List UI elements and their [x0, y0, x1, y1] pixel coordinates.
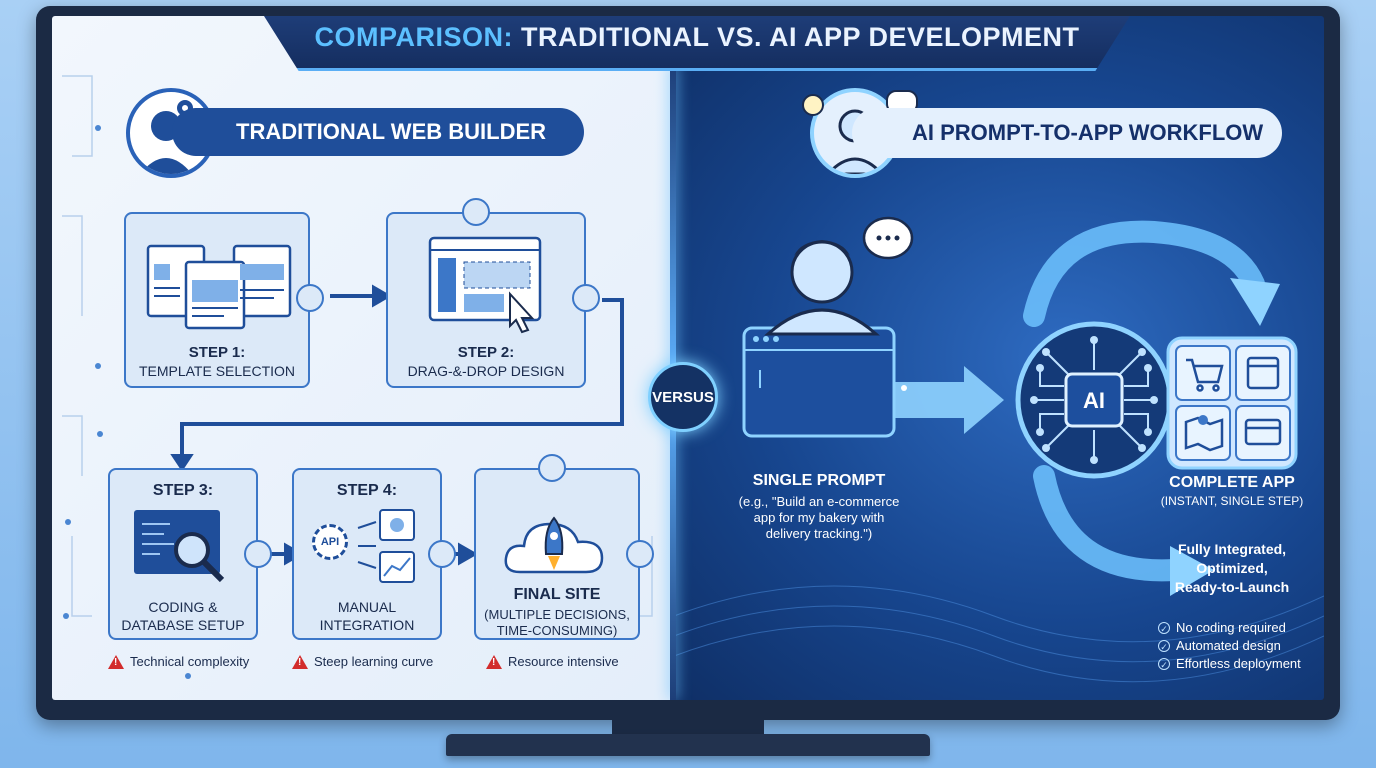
warning-1: Technical complexity: [108, 654, 249, 669]
title-banner: [264, 16, 1130, 71]
step-3-title: STEP 3:: [152, 482, 214, 499]
benefit-line1: Fully Integrated,: [1177, 541, 1287, 557]
step-3-sub-line2: DATABASE SETUP: [121, 617, 245, 633]
lightbulb-icon: [802, 94, 824, 116]
ai-flow-graphics: [674, 216, 1324, 683]
single-prompt-title: SINGLE PROMPT: [752, 472, 886, 489]
warning-3: Resource intensive: [486, 654, 619, 669]
warning-2: Steep learning curve: [292, 654, 433, 669]
ai-panel: AI PROMPT-TO-APP WORKFLOW AI SINGLE PROM…: [674, 16, 1324, 700]
versus-badge: VERSUS: [648, 362, 718, 432]
step-4-title: STEP 4:: [336, 482, 398, 499]
page-title: COMPARISON: TRADITIONAL VS. AI APP DEVEL…: [314, 22, 1080, 52]
check-icon: ✓: [1158, 657, 1170, 670]
traditional-panel: TRADITIONAL WEB BUILDER STEP 1: TEMPLATE…: [52, 16, 674, 700]
step-2-sub: DRAG-&-DROP DESIGN: [407, 363, 565, 379]
step-1-title: STEP 1:: [188, 344, 246, 361]
check-item: ✓No coding required: [1158, 620, 1301, 635]
warning-icon: [108, 654, 124, 669]
warning-icon: [292, 654, 308, 669]
ai-chip-text: AI: [1083, 388, 1105, 413]
benefit-line3: Ready-to-Launch: [1174, 579, 1290, 595]
step-4-sub-line1: MANUAL: [337, 599, 397, 615]
step-3-card: STEP 3: CODING & DATABASE SETUP: [108, 468, 272, 640]
check-item: ✓Effortless deployment: [1158, 656, 1301, 671]
rocket-cloud-icon: [504, 516, 604, 574]
final-sub-line1: (MULTIPLE DECISIONS,: [484, 607, 630, 622]
final-sub-line2: TIME-CONSUMING): [496, 623, 618, 638]
integration-icons: [357, 509, 415, 583]
step-2-title: STEP 2:: [457, 344, 515, 361]
warning-icon: [486, 654, 502, 669]
complete-app-sub: (INSTANT, SINGLE STEP): [1160, 494, 1304, 508]
ai-heading: AI PROMPT-TO-APP WORKFLOW: [852, 108, 1282, 158]
step-1-card: STEP 1: TEMPLATE SELECTION: [124, 212, 324, 388]
final-site-card: FINAL SITE (MULTIPLE DECISIONS, TIME-CON…: [474, 454, 654, 640]
checklist: ✓No coding required ✓Automated design ✓E…: [1158, 620, 1301, 674]
final-title: FINAL SITE: [513, 586, 601, 603]
screen: TRADITIONAL WEB BUILDER STEP 1: TEMPLATE…: [52, 16, 1324, 700]
prompt-example-line3: delivery tracking."): [765, 526, 873, 541]
api-gear-icon: API: [312, 524, 348, 560]
prompt-example-line1: (e.g., "Build an e-commerce: [738, 494, 900, 509]
step-3-sub-line1: CODING &: [148, 599, 218, 615]
step-2-card: STEP 2: DRAG-&-DROP DESIGN: [386, 198, 600, 388]
step-4-sub-line2: INTEGRATION: [319, 617, 415, 633]
check-item: ✓Automated design: [1158, 638, 1301, 653]
templates-icon: [146, 244, 292, 330]
step-4-card: STEP 4: API MANUAL INTEGRATION: [292, 468, 456, 640]
monitor-stand-base: [446, 734, 930, 756]
traditional-heading: TRADITIONAL WEB BUILDER: [172, 108, 584, 156]
code-search-icon: [134, 510, 225, 583]
check-icon: ✓: [1158, 621, 1170, 634]
drag-drop-icon: [428, 236, 542, 334]
check-icon: ✓: [1158, 639, 1170, 652]
prompt-example-line2: app for my bakery with: [753, 510, 885, 525]
benefit-line2: Optimized,: [1196, 560, 1268, 576]
step-1-sub: TEMPLATE SELECTION: [138, 363, 296, 379]
complete-app-title: COMPLETE APP: [1169, 474, 1295, 491]
